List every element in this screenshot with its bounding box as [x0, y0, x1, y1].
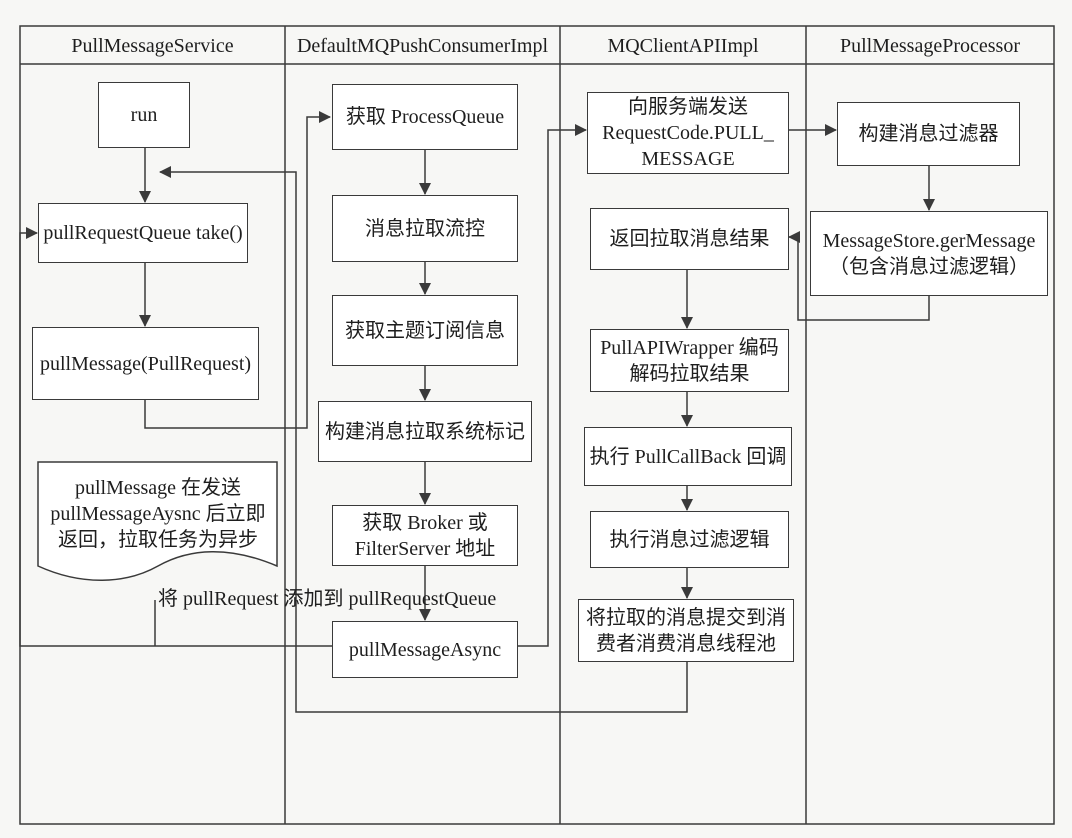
node-flow-control: 消息拉取流控 [332, 195, 518, 262]
node-send-pull-request: 向服务端发送 RequestCode.PULL_ MESSAGE [587, 92, 789, 174]
lane-title-pull-message-service: PullMessageService [71, 34, 234, 57]
node-execute-callback: 执行 PullCallBack 回调 [584, 427, 792, 486]
edge-pullmessage-to-processqueue [144, 111, 331, 429]
node-submit-to-consume-pool: 将拉取的消息提交到消 费者消费消息线程池 [578, 599, 794, 662]
node-decode-result: PullAPIWrapper 编码 解码拉取结果 [590, 329, 789, 392]
node-get-subscription: 获取主题订阅信息 [332, 295, 518, 366]
node-pull-message: pullMessage(PullRequest) [32, 327, 259, 400]
node-message-store-get-message: MessageStore.gerMessage （包含消息过滤逻辑） [810, 211, 1048, 296]
lane-title-default-mq-push-consumer-impl: DefaultMQPushConsumerImpl [296, 34, 549, 57]
edge-async-to-send [518, 124, 587, 647]
node-return-pull-result: 返回拉取消息结果 [590, 208, 789, 270]
node-build-sys-flag: 构建消息拉取系统标记 [318, 401, 532, 462]
edge-async-return-to-take [19, 227, 332, 647]
note-shape [37, 461, 278, 581]
node-build-message-filter: 构建消息过滤器 [837, 102, 1020, 166]
node-get-process-queue: 获取 ProcessQueue [332, 84, 518, 150]
node-pull-message-async: pullMessageAsync [332, 621, 518, 678]
lane-title-mq-client-api-impl: MQClientAPIImpl [607, 34, 759, 57]
node-get-broker-address: 获取 Broker 或 FilterServer 地址 [332, 505, 518, 566]
edge-label-add-to-queue: 将 pullRequest 添加到 pullRequestQueue [158, 588, 497, 610]
node-run: run [98, 82, 190, 148]
edge-getmessage-to-return [788, 231, 930, 321]
lane-title-pull-message-processor: PullMessageProcessor [840, 34, 1020, 57]
node-execute-filter-logic: 执行消息过滤逻辑 [590, 511, 789, 568]
node-pull-request-queue-take: pullRequestQueue take() [38, 203, 248, 263]
edge-submit-loop-to-take [159, 166, 688, 713]
note-async-explanation: pullMessage 在发送 pullMessageAysnc 后立即 返回，… [50, 477, 266, 551]
